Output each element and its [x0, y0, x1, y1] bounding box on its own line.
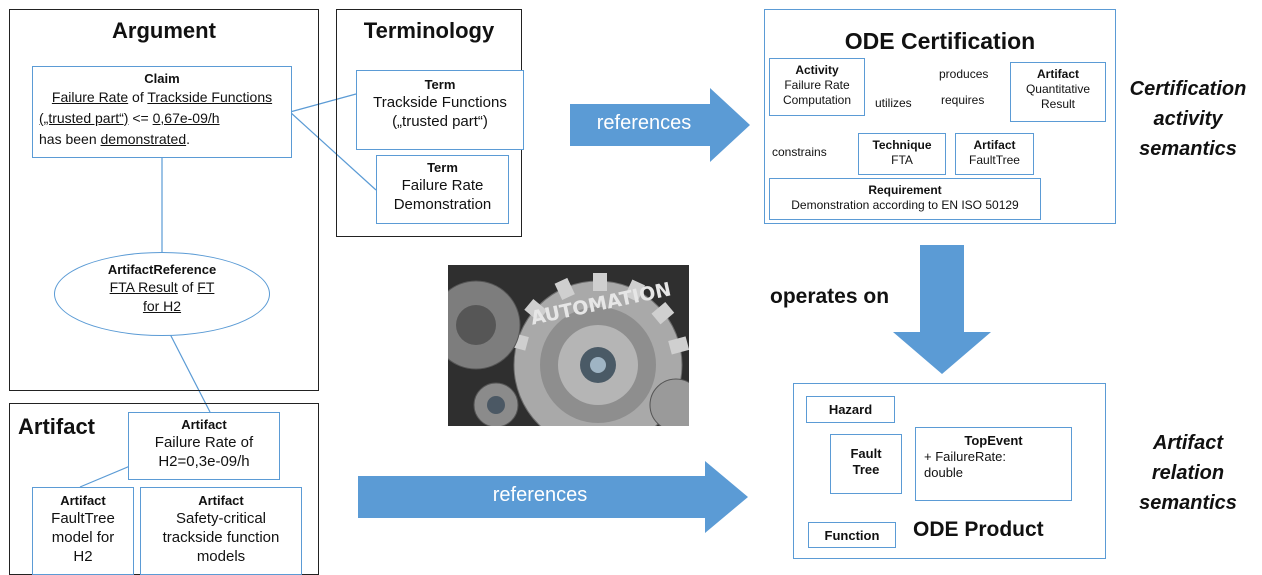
- artifact-result-line2: Result: [1040, 97, 1075, 111]
- activity-line2: Computation: [782, 93, 852, 107]
- terminology-title: Terminology: [363, 18, 495, 43]
- requirement-title: Requirement: [868, 183, 942, 197]
- claim-text-period: .: [186, 131, 190, 147]
- automation-gears-image: AUTOMATION: [448, 265, 689, 426]
- artifact-failure-rate-box: Artifact Failure Rate of H2=0,3e-09/h: [128, 412, 280, 480]
- claim-text-le: <=: [128, 110, 153, 126]
- artifact-a2-line1: FaultTree: [51, 510, 115, 527]
- artifact-section-title: Artifact: [18, 414, 96, 439]
- term1-line1: Trackside Functions: [373, 94, 507, 111]
- artifact-a3-line2: trackside function: [162, 529, 280, 546]
- claim-rate-value: 0,67e-09/h: [152, 110, 220, 126]
- artifact-a1-title: Artifact: [181, 417, 227, 432]
- references-label-top: references: [596, 112, 692, 134]
- hazard-box: Hazard: [806, 396, 895, 423]
- reference-fta-result: FTA Result: [109, 279, 178, 295]
- reference-text-of: of: [177, 279, 198, 295]
- artifact-a1-line1: Failure Rate of: [154, 434, 254, 451]
- artifact-a3-line1: Safety-critical: [175, 510, 267, 527]
- product-title: ODE Product: [913, 518, 1044, 541]
- top-event-line1: + FailureRate:: [924, 449, 1007, 464]
- activity-line1: Failure Rate: [784, 78, 850, 92]
- artifact-a2-line3: H2: [73, 548, 93, 565]
- reference-for-h2: for H2: [142, 298, 182, 314]
- claim-box: Claim Failure Rate of Trackside Function…: [32, 66, 292, 158]
- cert-side-line1: Certification: [1129, 78, 1247, 100]
- references-arrow-bottom: [358, 461, 748, 533]
- requirement-line1: Demonstration according to EN ISO 50129: [791, 198, 1019, 212]
- claim-failure-rate: Failure Rate: [51, 89, 129, 105]
- artifact-reference-ellipse: ArtifactReference FTA Result of FT for H…: [54, 252, 270, 336]
- top-event-title: TopEvent: [964, 433, 1023, 448]
- operates-on-arrow: [893, 245, 991, 374]
- product-side-line1: Artifact: [1152, 432, 1223, 454]
- artifact-reference-title: ArtifactReference: [107, 262, 217, 277]
- artifact-models-box: Artifact Safety-critical trackside funct…: [140, 487, 302, 575]
- artifact-faulttree-cert-title: Artifact: [973, 138, 1016, 152]
- cert-side-line2: activity: [1153, 108, 1223, 130]
- artifact-a1-line2: H2=0,3e-09/h: [158, 453, 250, 470]
- activity-box: Activity Failure Rate Computation: [769, 58, 865, 116]
- utilizes-label: utilizes: [875, 96, 912, 110]
- artifact-result-line1: Quantitative: [1025, 82, 1091, 96]
- artifact-faulttree-box: Artifact FaultTree model for H2: [32, 487, 134, 575]
- requires-label: requires: [941, 93, 985, 107]
- technique-box: Technique FTA: [858, 133, 946, 175]
- constrains-label: constrains: [772, 145, 827, 159]
- reference-to-artifact-line: [169, 333, 211, 413]
- term1-box: Term Trackside Functions („trusted part“…: [356, 70, 524, 150]
- references-arrow-top: [570, 88, 750, 162]
- fault-tree-line2: Tree: [852, 462, 880, 477]
- argument-panel: [9, 9, 319, 391]
- product-side-line2: relation: [1151, 462, 1225, 484]
- artifact-faulttree-cert-box: Artifact FaultTree: [955, 133, 1034, 175]
- fault-tree-box: Fault Tree: [830, 434, 902, 494]
- cert-side-line3: semantics: [1139, 138, 1237, 160]
- references-label-bottom: references: [492, 484, 588, 506]
- term2-line1: Failure Rate: [401, 177, 484, 194]
- technique-line1: FTA: [891, 153, 913, 167]
- activity-title: Activity: [795, 63, 839, 77]
- artifact-a2-line2: model for: [51, 529, 115, 546]
- claim-demonstrated: demonstrated: [100, 131, 187, 147]
- fault-tree-line1: Fault: [850, 446, 882, 461]
- artifact-to-faulttree-line: [79, 465, 131, 488]
- product-side-line3: semantics: [1139, 492, 1237, 514]
- claim-text-has-been: has been: [39, 131, 101, 147]
- term2-box: Term Failure Rate Demonstration: [376, 155, 509, 224]
- artifact-result-box: Artifact Quantitative Result: [1010, 62, 1106, 122]
- term2-title: Term: [427, 160, 458, 175]
- produces-label: produces: [939, 67, 989, 81]
- claim-text-of: of: [128, 89, 148, 105]
- claim-trusted-part: („trusted part“): [39, 110, 129, 126]
- top-event-box: TopEvent + FailureRate: double: [915, 427, 1072, 501]
- operates-on-label: operates on: [770, 285, 890, 308]
- top-event-line2: double: [924, 465, 964, 480]
- claim-to-term2-line: [289, 111, 377, 191]
- claim-title: Claim: [144, 71, 180, 86]
- claim-trackside-functions: Trackside Functions: [147, 89, 273, 105]
- artifact-a2-title: Artifact: [60, 493, 106, 508]
- certification-title: ODE Certification: [844, 28, 1036, 54]
- requirement-box: Requirement Demonstration according to E…: [769, 178, 1041, 220]
- term2-line2: Demonstration: [393, 196, 492, 213]
- artifact-faulttree-cert-line1: FaultTree: [969, 153, 1020, 167]
- claim-to-term1-line: [289, 93, 357, 113]
- product-side-label: Artifact relation semantics: [1118, 428, 1258, 518]
- artifact-a3-line3: models: [196, 548, 246, 565]
- gears-illustration: AUTOMATION: [448, 265, 689, 426]
- function-box: Function: [808, 522, 896, 548]
- artifact-result-title: Artifact: [1036, 67, 1079, 81]
- certification-side-label: Certification activity semantics: [1118, 74, 1258, 164]
- term1-title: Term: [424, 77, 456, 92]
- argument-title: Argument: [112, 18, 216, 43]
- technique-title: Technique: [872, 138, 932, 152]
- term1-line2: („trusted part“): [392, 113, 488, 130]
- artifact-a3-title: Artifact: [198, 493, 244, 508]
- reference-ft: FT: [197, 279, 215, 295]
